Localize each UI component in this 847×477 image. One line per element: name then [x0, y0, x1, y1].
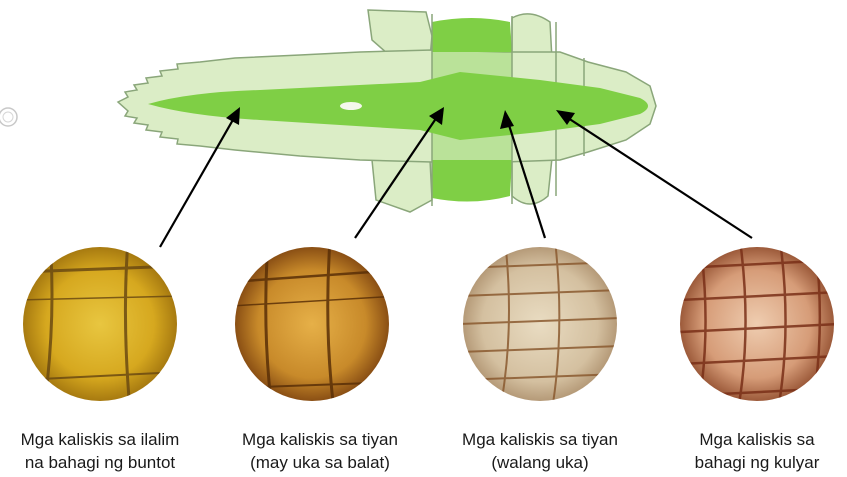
arrow-collar-line — [568, 118, 752, 238]
caption-belly-smooth-scales: Mga kaliskis sa tiyan (walang uka) — [440, 428, 640, 474]
caption-line: Mga kaliskis sa — [657, 428, 847, 451]
belly-band-bottom — [432, 160, 512, 202]
panel-photo-tail — [20, 240, 180, 410]
panel-photo-collar — [680, 240, 840, 410]
panel-photo-belly-smooth — [460, 240, 620, 410]
caption-line: Mga kaliskis sa ilalim — [0, 428, 200, 451]
caption-line: (walang uka) — [440, 451, 640, 474]
belly-band-top — [432, 18, 512, 52]
caption-line: bahagi ng kulyar — [657, 451, 847, 474]
caption-tail-scales: Mga kaliskis sa ilalim na bahagi ng bunt… — [0, 428, 200, 474]
faded-badge-icon — [0, 108, 17, 126]
caption-belly-grooved-scales: Mga kaliskis sa tiyan (may uka sa balat) — [220, 428, 420, 474]
panel-photo-belly-grooved — [230, 240, 400, 410]
caption-line: Mga kaliskis sa tiyan — [440, 428, 640, 451]
vent-spot — [340, 102, 362, 110]
caption-collar-scales: Mga kaliskis sa bahagi ng kulyar — [657, 428, 847, 474]
caption-line: (may uka sa balat) — [220, 451, 420, 474]
caption-line: na bahagi ng buntot — [0, 451, 200, 474]
caption-line: Mga kaliskis sa tiyan — [220, 428, 420, 451]
